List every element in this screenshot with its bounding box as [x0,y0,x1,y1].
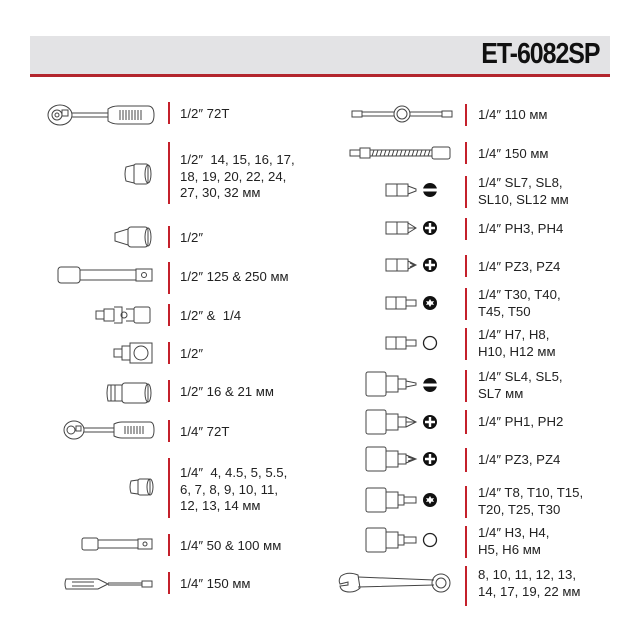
item-label: 1/4″ T8, T10, T15, T20, T25, T30 [478,485,584,517]
extension-bar-icon [56,264,156,286]
screwdriver-handle-icon [62,574,156,594]
item-label: 1/4″ 150 мм [180,576,251,591]
pozidriv-bit-icon [384,256,418,274]
item-label: 1/4″ PH1, PH2 [478,414,564,429]
separator-line [168,380,170,402]
separator-line [168,142,170,204]
pozidriv-tip-icon [422,257,438,273]
separator-line [465,410,467,434]
separator-line [465,288,467,320]
torx-tip-icon [422,295,438,311]
item-label: 1/4″ 4, 4.5, 5, 5.5, 6, 7, 8, 9, 10, 11,… [180,465,288,513]
separator-line [465,370,467,402]
spark-plug-socket-icon [112,225,154,249]
item-label: 1/4″ SL4, SL5, SL7 мм [478,369,563,401]
universal-joint-icon [94,303,154,327]
item-label: 1/4″ SL7, SL8, SL10, SL12 мм [478,175,569,207]
torx-bit-icon [384,294,418,312]
pozidriv-tip-icon [422,451,438,467]
separator-line [168,102,170,124]
pozidriv-bit-socket-icon [364,445,418,473]
torx-bit-socket-icon [364,486,418,514]
separator-line [465,255,467,277]
separator-line [168,534,170,556]
socket-icon [122,160,152,188]
hex-tip-icon [422,335,438,351]
slotted-tip-icon [422,377,438,393]
separator-line [465,526,467,558]
separator-line [168,342,170,364]
separator-line [168,304,170,326]
hex-bit-icon [384,334,418,352]
separator-line [465,104,467,126]
slotted-bit-socket-icon [364,370,418,398]
header-bar: ET-6082SP [30,36,610,77]
separator-line [465,218,467,240]
ratchet-icon [62,418,156,442]
item-label: 1/4″ 50 & 100 мм [180,538,282,553]
separator-line [168,572,170,594]
phillips-bit-icon [384,219,418,237]
slotted-tip-icon [422,182,438,198]
separator-line [465,176,467,208]
item-label: 1/2″ 14, 15, 16, 17, 18, 19, 20, 22, 24,… [180,152,295,200]
hex-bit-socket-icon [364,526,418,554]
extension-bar-icon [80,534,156,554]
separator-line [465,566,467,606]
model-title: ET-6082SP [481,38,601,70]
separator-line [168,226,170,248]
separator-line [168,420,170,442]
item-label: 1/4″ PZ3, PZ4 [478,259,561,274]
ratchet-icon [46,102,156,128]
separator-line [465,328,467,360]
item-label: 1/2″ & 1/4 [180,308,242,323]
item-label: 1/4″ H3, H4, H5, H6 мм [478,525,550,557]
phillips-tip-icon [422,414,438,430]
item-label: 1/4″ 150 мм [478,146,549,161]
separator-line [465,486,467,518]
separator-line [168,458,170,518]
item-label: 1/4″ 110 мм [478,107,548,122]
slotted-bit-icon [384,181,418,199]
item-label: 1/2″ [180,346,204,361]
flexible-extension-icon [348,143,456,163]
t-bar-icon [350,103,454,125]
phillips-bit-socket-icon [364,408,418,436]
item-label: 8, 10, 11, 12, 13, 14, 17, 19, 22 мм [478,567,581,599]
item-label: 1/2″ 72T [180,106,230,121]
item-label: 1/2″ 16 & 21 мм [180,384,274,399]
separator-line [168,262,170,294]
item-label: 1/2″ 125 & 250 мм [180,269,289,284]
phillips-tip-icon [422,220,438,236]
item-label: 1/4″ PH3, PH4 [478,221,564,236]
item-label: 1/2″ [180,230,204,245]
hex-tip-icon [422,532,438,548]
item-label: 1/4″ H7, H8, H10, H12 мм [478,327,556,359]
separator-line [465,142,467,164]
torx-tip-icon [422,492,438,508]
item-label: 1/4″ T30, T40, T45, T50 [478,287,561,319]
deep-socket-icon [104,380,156,406]
socket-icon [128,476,156,498]
item-label: 1/4″ 72T [180,424,230,439]
item-label: 1/4″ PZ3, PZ4 [478,452,561,467]
adapter-icon [112,340,156,366]
separator-line [465,448,467,472]
combination-wrench-icon [336,568,456,598]
